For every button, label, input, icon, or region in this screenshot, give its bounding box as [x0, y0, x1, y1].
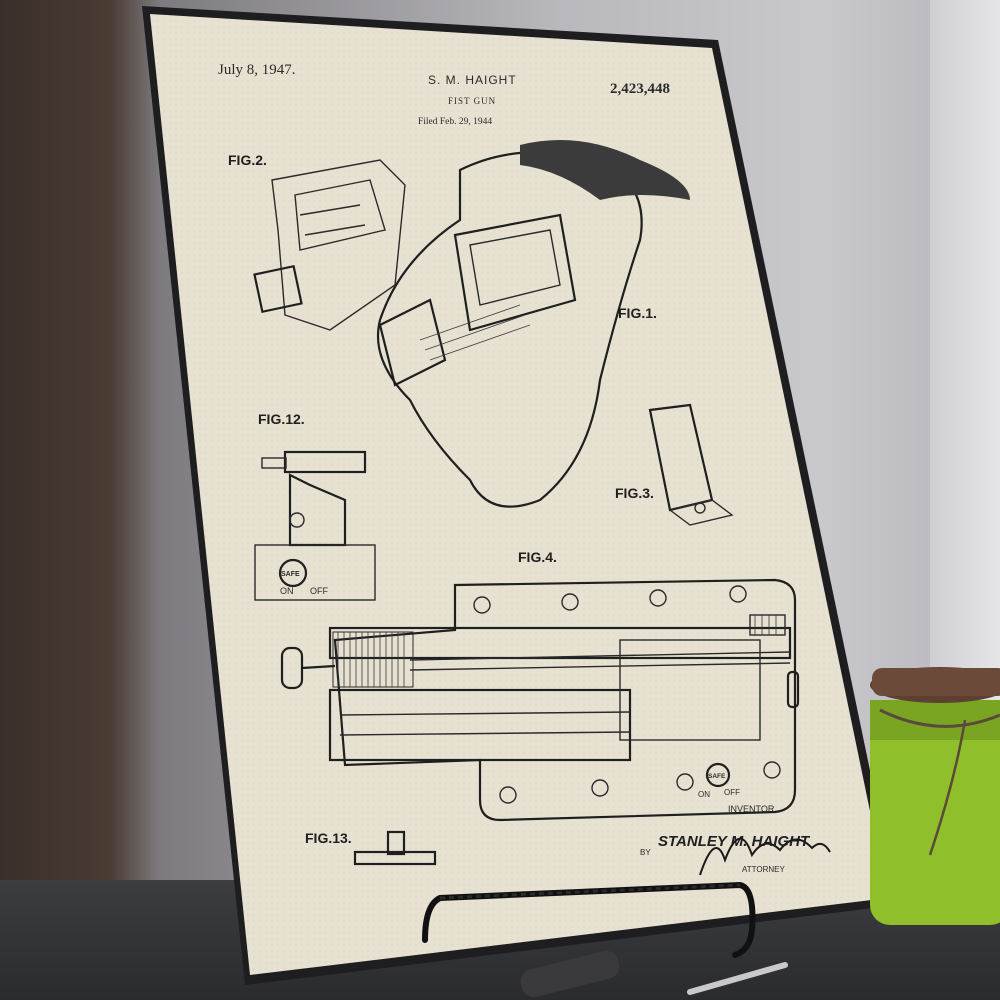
- patent-date: July 8, 1947.: [218, 62, 296, 78]
- candle-jar: [870, 667, 1000, 925]
- fig1-label: FIG.1.: [618, 305, 657, 321]
- attorney-signature: [699, 837, 831, 876]
- inventor-label: INVENTOR: [728, 804, 775, 814]
- fig1-drawing: [376, 140, 690, 508]
- fig12-on-label: ON: [280, 586, 294, 596]
- fig4-safe-label: SAFE: [708, 773, 726, 780]
- fig2-drawing: [253, 159, 406, 331]
- display-stand: [422, 881, 756, 958]
- fig3-label: FIG.3.: [615, 485, 654, 501]
- patent-paper: [150, 14, 888, 975]
- fig4-label: FIG.4.: [518, 549, 557, 565]
- fig12-safe-label: SAFE: [281, 571, 300, 578]
- fig3-drawing: [648, 403, 734, 526]
- fig12-off-label: OFF: [310, 586, 328, 596]
- filed-date: Filed Feb. 29, 1944: [418, 117, 492, 127]
- pen-objects: [520, 950, 788, 998]
- inventor-header: S. M. HAIGHT: [428, 73, 517, 87]
- fig12-drawing: [254, 450, 376, 601]
- fig12-label: FIG.12.: [258, 411, 305, 427]
- fig13-drawing: [353, 830, 437, 866]
- fig2-label: FIG.2.: [228, 152, 267, 168]
- patent-number: 2,423,448: [610, 81, 670, 97]
- fig4-on-label: ON: [698, 790, 710, 799]
- by-label: BY: [640, 848, 651, 857]
- attorney-label: ATTORNEY: [742, 865, 785, 874]
- fig13-label: FIG.13.: [305, 830, 352, 846]
- fig4-drawing: [280, 578, 800, 822]
- fig4-off-label: OFF: [724, 788, 740, 797]
- patent-title: FIST GUN: [448, 96, 496, 106]
